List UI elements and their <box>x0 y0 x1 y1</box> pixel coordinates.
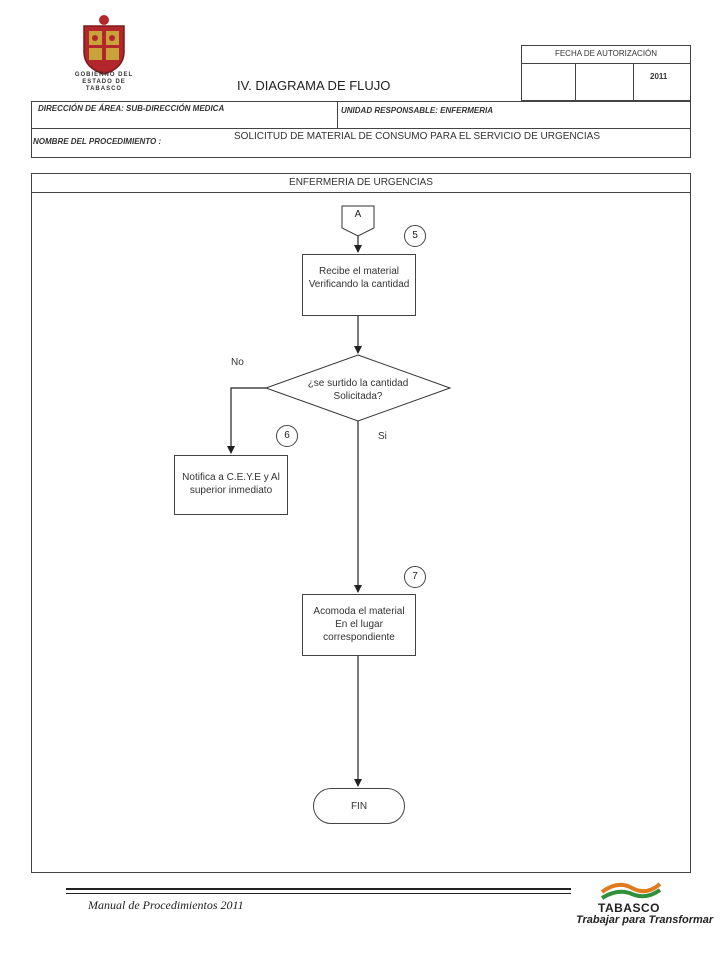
tabasco-swoosh-icon <box>600 882 662 900</box>
procedure-name-value: SOLICITUD DE MATERIAL DE CONSUMO PARA EL… <box>234 131 600 142</box>
auth-year: 2011 <box>650 72 668 81</box>
state-seal <box>78 14 130 76</box>
procedure-name-label: NOMBRE DEL PROCEDIMIENTO : <box>33 137 162 146</box>
end-terminator <box>313 788 405 824</box>
step-7-number: 7 <box>404 566 426 588</box>
connector-a-label: A <box>354 209 362 220</box>
auth-date-block <box>521 45 691 101</box>
step-7-box <box>302 594 416 656</box>
info-row-1 <box>31 101 691 129</box>
auth-divider <box>521 63 691 64</box>
auth-date-label: FECHA DE AUTORIZACIÓN <box>554 49 658 58</box>
decision-si-label: Si <box>378 431 387 442</box>
swimlane-header-divider <box>31 192 691 193</box>
brand-name: TABASCO <box>598 901 660 915</box>
info-row-2 <box>31 128 691 158</box>
tabasco-logo <box>596 878 666 906</box>
step-5-number: 5 <box>404 225 426 247</box>
connector-a-shape <box>341 205 375 237</box>
step-6-number: 6 <box>276 425 298 447</box>
page-title: IV. DIAGRAMA DE FLUJO <box>237 78 391 93</box>
step-7-text: Acomoda el material En el lugar correspo… <box>313 606 405 643</box>
decision-no-label: No <box>231 357 244 368</box>
seal-caption: GOBIERNO DEL ESTADO DE TABASCO <box>74 72 134 92</box>
direccion-area: DIRECCIÓN DE ÁREA: SUB-DIRECCIÓN MEDICA <box>38 104 225 113</box>
step-5-box <box>302 254 416 316</box>
footer-rule-thin <box>66 893 571 894</box>
manual-caption: Manual de Procedimientos 2011 <box>88 898 244 912</box>
info-row-1-divider <box>337 101 338 129</box>
step-5-text: Recibe el material Verificando la cantid… <box>308 266 410 290</box>
unidad-responsable: UNIDAD RESPONSABLE: ENFERMERIA <box>341 106 494 115</box>
swimlane-title: ENFERMERIA DE URGENCIAS <box>289 177 433 188</box>
footer-rule <box>66 888 571 890</box>
decision-text: ¿se surtido la cantidad Solicitada? <box>307 378 409 402</box>
end-text: FIN <box>350 801 368 812</box>
brand-slogan: Trabajar para Transformar <box>576 914 714 926</box>
seal-icon <box>83 15 125 75</box>
step-6-box <box>174 455 288 515</box>
step-6-text: Notifica a C.E.Y.E y Al superior inmedia… <box>182 472 280 496</box>
auth-col-1 <box>575 63 576 101</box>
auth-col-2 <box>633 63 634 101</box>
